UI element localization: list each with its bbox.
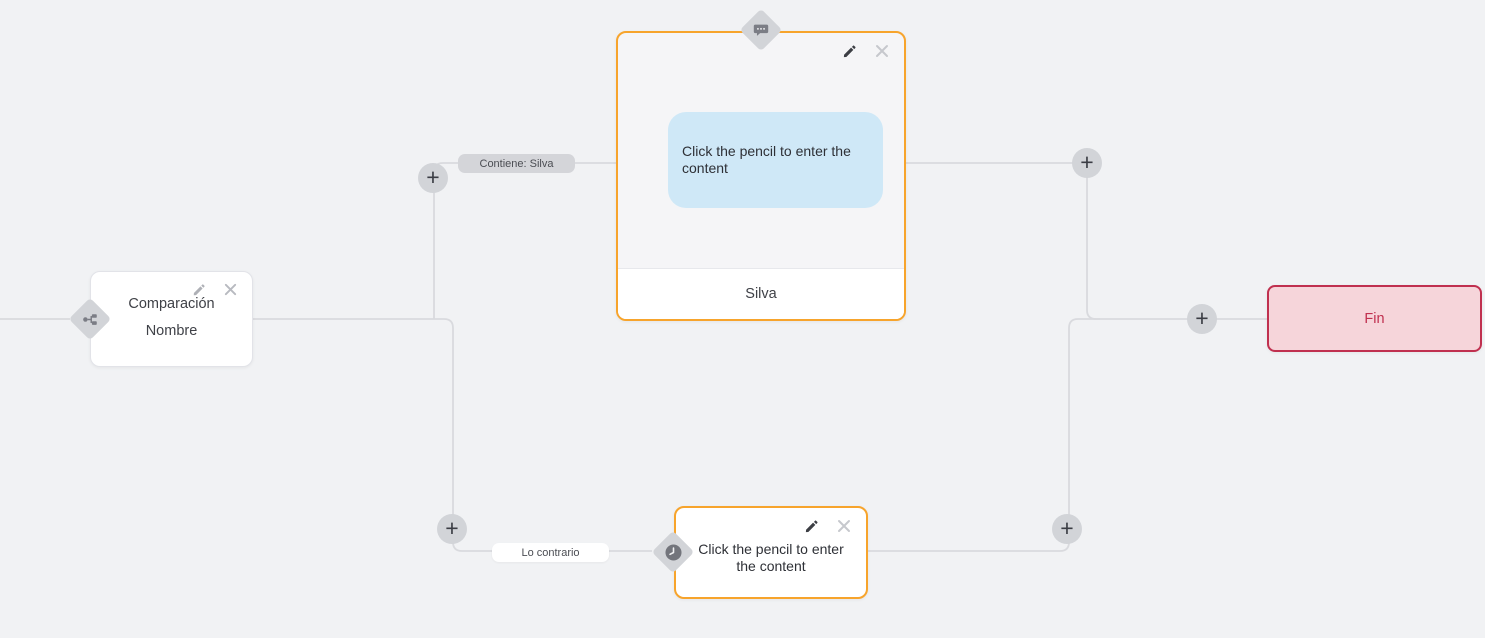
condition-node[interactable]: Comparación Nombre bbox=[90, 271, 253, 367]
pencil-icon[interactable] bbox=[804, 519, 819, 534]
close-icon[interactable] bbox=[836, 518, 852, 534]
message-footer-label: Silva bbox=[745, 286, 777, 302]
end-node-label: Fin bbox=[1364, 310, 1385, 327]
plus-icon: + bbox=[1080, 148, 1094, 175]
message-node-actions bbox=[842, 43, 890, 59]
edge-message-to-end bbox=[905, 162, 1268, 320]
plus-icon: + bbox=[1060, 514, 1074, 541]
clock-icon bbox=[652, 531, 694, 573]
plus-icon: + bbox=[426, 163, 440, 190]
add-node-button-before-end[interactable]: + bbox=[1187, 304, 1217, 334]
pencil-icon[interactable] bbox=[192, 283, 206, 297]
plus-icon: + bbox=[445, 514, 459, 541]
delay-placeholder-text: Click the pencil to enter the content bbox=[698, 541, 844, 574]
end-node[interactable]: Fin bbox=[1267, 285, 1482, 352]
delay-node-actions bbox=[804, 518, 852, 534]
edge-else-branch bbox=[253, 318, 652, 552]
edge-delay-to-end bbox=[867, 318, 1100, 552]
message-footer: Silva bbox=[618, 268, 904, 319]
message-placeholder-text: Click the pencil to enter the content bbox=[682, 143, 851, 176]
edge-label-else-branch: Lo contrario bbox=[492, 543, 609, 562]
delay-node[interactable]: Click the pencil to enter the content bbox=[674, 506, 868, 599]
branch-icon bbox=[69, 298, 111, 340]
add-node-button-true-branch[interactable]: + bbox=[418, 163, 448, 193]
chat-icon bbox=[740, 9, 782, 51]
message-bubble: Click the pencil to enter the content bbox=[668, 112, 883, 208]
condition-title: Comparación bbox=[128, 296, 215, 312]
edge-label-true-branch: Contiene: Silva bbox=[458, 154, 575, 173]
message-node[interactable]: Click the pencil to enter the content Si… bbox=[616, 31, 906, 321]
condition-node-actions bbox=[192, 282, 238, 297]
plus-icon: + bbox=[1195, 304, 1209, 331]
add-node-button-after-delay[interactable]: + bbox=[1052, 514, 1082, 544]
condition-subtitle: Nombre bbox=[145, 323, 198, 339]
close-icon[interactable] bbox=[223, 282, 238, 297]
edge-true-branch bbox=[433, 162, 617, 319]
pencil-icon[interactable] bbox=[842, 44, 857, 59]
add-node-button-after-message[interactable]: + bbox=[1072, 148, 1102, 178]
condition-node-body: Comparación Nombre bbox=[91, 272, 252, 339]
add-node-button-else-branch[interactable]: + bbox=[437, 514, 467, 544]
close-icon[interactable] bbox=[874, 43, 890, 59]
